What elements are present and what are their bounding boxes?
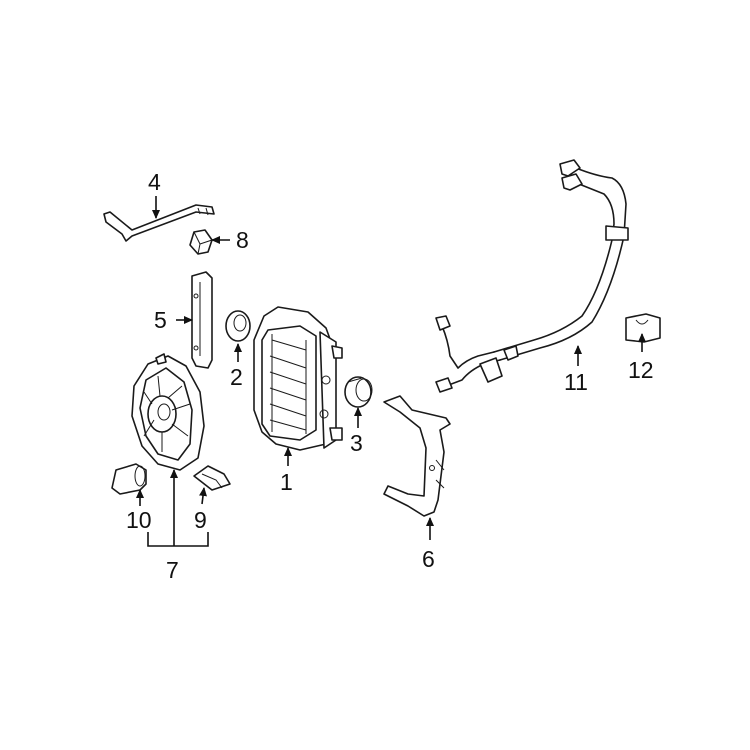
grommet-icon <box>225 310 251 342</box>
callout-11: 11 <box>564 369 588 395</box>
retainer-icon <box>193 465 231 491</box>
transmission-oil-cooler-icon <box>253 306 343 451</box>
callout-8: 8 <box>236 227 249 253</box>
clip-icon <box>189 229 213 255</box>
leader-lines <box>136 196 646 547</box>
callout-1: 1 <box>280 469 293 495</box>
callout-2: 2 <box>230 364 243 390</box>
side-bracket-icon <box>191 271 213 369</box>
callout-9: 9 <box>194 507 207 533</box>
mounting-bracket-icon <box>383 395 451 517</box>
cooler-lines-icon <box>435 159 629 393</box>
callout-6: 6 <box>422 546 435 572</box>
callout-4: 4 <box>148 169 161 195</box>
fan-assembly-icon <box>131 353 205 471</box>
grommet-icon <box>344 376 373 408</box>
callout-3: 3 <box>350 430 363 456</box>
line-clip-icon <box>625 313 661 343</box>
callout-12: 12 <box>628 357 654 383</box>
insulator-icon <box>111 463 147 495</box>
callout-5: 5 <box>154 307 167 333</box>
upper-bracket-icon <box>103 204 215 242</box>
callout-10: 10 <box>126 507 152 533</box>
callout-7: 7 <box>166 557 179 583</box>
